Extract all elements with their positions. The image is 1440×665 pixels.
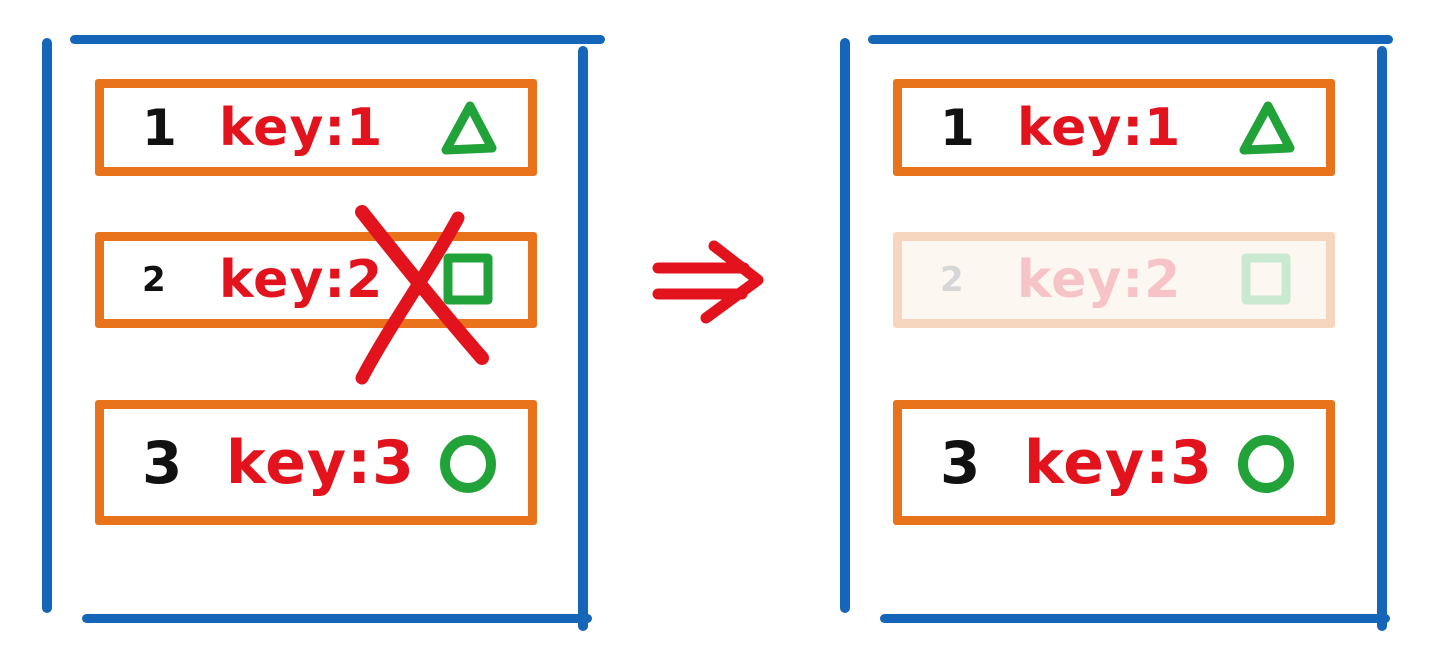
container-top-edge	[70, 35, 605, 44]
list-item: 2 key:2	[95, 232, 537, 328]
item-index: 2	[142, 260, 166, 300]
container-right-edge	[1377, 46, 1387, 631]
container-right-edge	[578, 46, 588, 631]
list-item: 3 key:3	[893, 400, 1335, 525]
item-index: 1	[142, 98, 177, 157]
square-icon	[1241, 253, 1291, 305]
item-key: key:1	[1017, 97, 1182, 158]
list-item: 1 key:1	[95, 79, 537, 176]
container-bottom-edge	[880, 614, 1390, 623]
item-index: 3	[940, 428, 981, 497]
item-key: key:1	[219, 97, 384, 158]
delete-cross-icon	[355, 205, 489, 385]
list-item: 1 key:1	[893, 79, 1335, 176]
after-list-container: 1 key:1 2 key:2 3 key:3	[838, 0, 1398, 665]
circle-icon	[440, 434, 496, 493]
triangle-icon	[1239, 101, 1295, 154]
double-arrow-right-icon	[652, 240, 764, 324]
container-left-edge	[42, 38, 52, 613]
square-icon	[443, 253, 493, 305]
container-left-edge	[840, 38, 850, 613]
before-list-container: 1 key:1 2 key:2 3 key:3	[40, 0, 605, 665]
item-index: 1	[940, 98, 975, 157]
container-bottom-edge	[82, 614, 592, 623]
list-item-faded: 2 key:2	[893, 232, 1335, 328]
item-key: key:2	[1017, 250, 1182, 310]
circle-icon	[1238, 434, 1294, 493]
item-index: 2	[940, 260, 964, 300]
item-key: key:3	[226, 427, 415, 498]
item-key: key:2	[219, 250, 384, 310]
list-item: 3 key:3	[95, 400, 537, 525]
item-key: key:3	[1024, 427, 1213, 498]
triangle-icon	[441, 101, 497, 154]
item-index: 3	[142, 428, 183, 497]
container-top-edge	[868, 35, 1393, 44]
